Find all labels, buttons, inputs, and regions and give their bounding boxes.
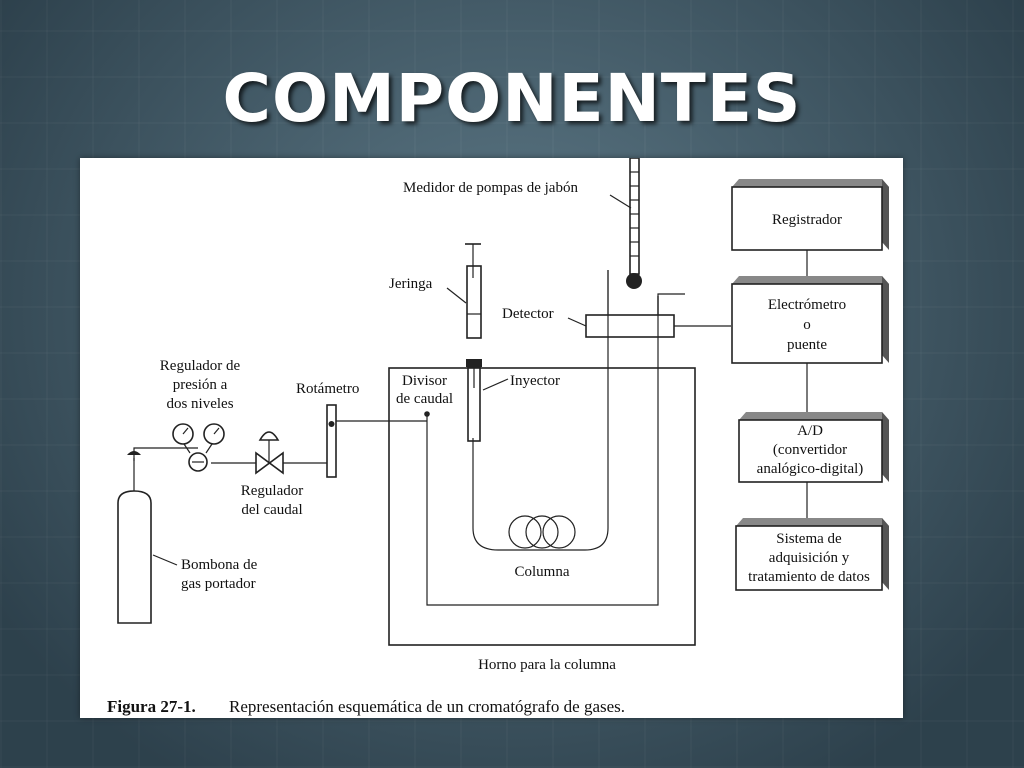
detector-leader (567, 317, 587, 327)
rotameter (326, 404, 337, 478)
rotameter-label: Rotámetro (296, 381, 359, 397)
cylinder-label-line1: Bombona de (181, 557, 258, 573)
bubble-meter-leader (609, 194, 632, 209)
daq-label-line3: tratamiento de datos (748, 569, 870, 585)
electrometer-label-line1: Electrómetro (768, 297, 846, 313)
ad-label-line1: A/D (797, 423, 823, 439)
column-coil (508, 515, 576, 549)
figure-caption-text: Representación esquemática de un cromató… (229, 697, 625, 716)
soap-bubble-meter (626, 158, 642, 289)
ad-converter-box (738, 412, 889, 483)
syringe-label: Jeringa (389, 276, 433, 292)
electrometer-box (731, 276, 889, 364)
injector-leader (482, 378, 509, 391)
data-system-box (735, 518, 889, 591)
injector-label: Inyector (510, 373, 560, 389)
daq-label-line1: Sistema de (776, 531, 842, 547)
split-flow-line (426, 296, 659, 606)
column-oven (388, 367, 696, 646)
pressure-regulator (172, 423, 225, 472)
splitter-label-line1: Divisor (402, 373, 447, 389)
electrometer-label-line2: o (803, 317, 811, 333)
column-tubing (472, 270, 609, 551)
syringe (465, 243, 482, 339)
pressure-gauge-icon (203, 423, 225, 445)
flow-regulator-label-line1: Regulador (241, 483, 303, 499)
detector-block (585, 314, 675, 338)
carrier-gas-line (133, 447, 198, 461)
syringe-leader (446, 287, 467, 304)
pressure-regulator-label-line2: presión a (173, 377, 228, 393)
ad-label-line2: (convertidor (773, 442, 847, 458)
pressure-gauge-icon (172, 423, 194, 445)
splitter-label-line2: de caudal (396, 391, 453, 407)
flow-regulator-label-line2: del caudal (241, 502, 302, 518)
slide-title: COMPONENTES (222, 60, 802, 137)
bubble-meter-label: Medidor de pompas de jabón (403, 180, 578, 196)
gas-chromatograph-figure: Medidor de pompas de jabón Jeringa Detec… (80, 158, 903, 718)
figure-caption-number: Figura 27-1. (107, 697, 196, 716)
cylinder-leader (152, 554, 178, 566)
flow-regulator-valve (255, 431, 284, 475)
detector-exhaust-line (657, 293, 685, 315)
daq-label-line2: adquisición y (769, 550, 850, 566)
pressure-regulator-label-line1: Regulador de (160, 358, 241, 374)
ad-label-line3: analógico-digital) (757, 461, 864, 477)
gas-cylinder (117, 451, 152, 624)
schematic-diagram: Medidor de pompas de jabón Jeringa Detec… (107, 158, 889, 716)
cylinder-label-line2: gas portador (181, 576, 256, 592)
detector-label: Detector (502, 306, 554, 322)
splitter-point (424, 411, 430, 417)
column-label: Columna (515, 564, 570, 580)
recorder-label: Registrador (772, 212, 842, 228)
oven-label: Horno para la columna (478, 657, 616, 673)
pressure-regulator-label-line3: dos niveles (166, 396, 233, 412)
injector (466, 359, 482, 442)
electrometer-label-line3: puente (787, 337, 827, 353)
